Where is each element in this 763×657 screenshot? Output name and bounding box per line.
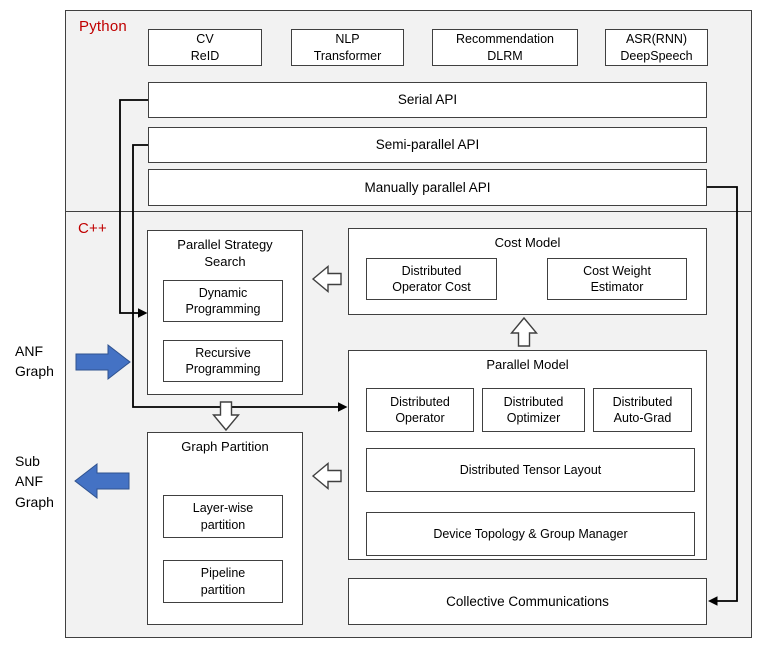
parallel-strategy-search-title: Parallel Strategy Search [177,237,273,269]
distributed-optimizer-box: Distributed Optimizer [482,388,585,432]
python-cpp-divider [65,211,752,212]
distributed-operator-cost-box: Distributed Operator Cost [366,258,497,300]
sub-anf-graph-label: Sub ANF Graph [15,453,54,510]
collective-communications-bar: Collective Communications [348,578,707,625]
distributed-auto-grad-box: Distributed Auto-Grad [593,388,692,432]
python-section-label: Python [79,18,127,35]
manually-parallel-api-bar: Manually parallel API [148,169,707,206]
semi-parallel-api-bar: Semi-parallel API [148,127,707,163]
recursive-programming-box: Recursive Programming [163,340,283,382]
app-box-recommendation-dlrm: Recommendation DLRM [432,29,578,66]
cost-weight-estimator-box: Cost Weight Estimator [547,258,687,300]
dynamic-programming-box: Dynamic Programming [163,280,283,322]
app-box-nlp-transformer: NLP Transformer [291,29,404,66]
parallel-model-title: Parallel Model [486,357,569,372]
cpp-section-label: C++ [78,220,107,237]
cost-model-title: Cost Model [494,235,561,250]
distributed-tensor-layout-box: Distributed Tensor Layout [366,448,695,492]
app-box-asr-deepspeech: ASR(RNN) DeepSpeech [605,29,708,66]
graph-partition-title: Graph Partition [181,439,269,454]
layer-wise-partition-box: Layer-wise partition [163,495,283,538]
pipeline-partition-box: Pipeline partition [163,560,283,603]
serial-api-bar: Serial API [148,82,707,118]
device-topology-group-manager-box: Device Topology & Group Manager [366,512,695,556]
anf-graph-label: ANF Graph [15,343,54,380]
distributed-operator-box: Distributed Operator [366,388,474,432]
app-box-cv-reid: CV ReID [148,29,262,66]
